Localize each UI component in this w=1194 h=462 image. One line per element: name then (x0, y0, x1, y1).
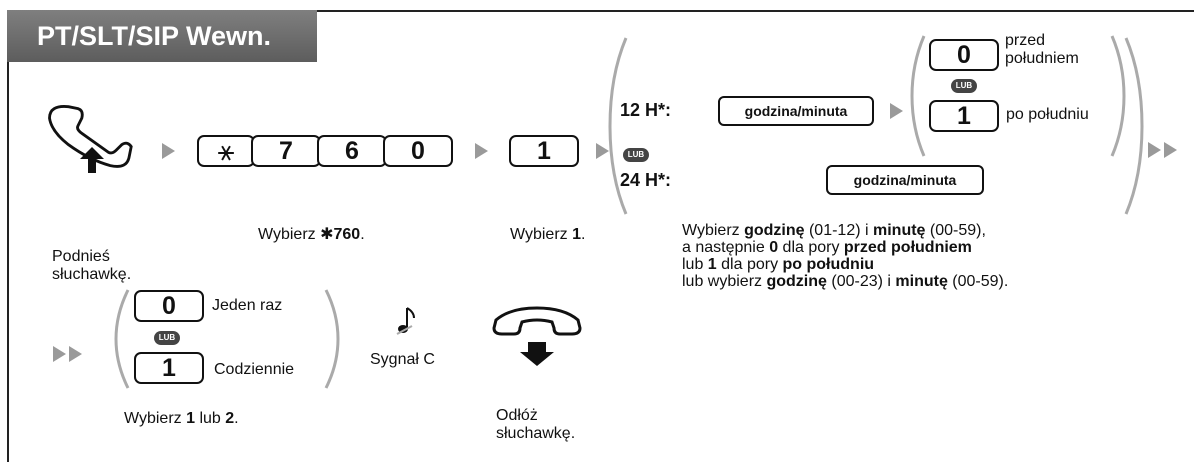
arrow-icon (475, 143, 488, 159)
step5-label: Wybierz 1 lub 2. (124, 410, 239, 427)
key-1-pm[interactable]: 1 (929, 100, 999, 132)
desc-line2: a następnie 0 dla pory przed południem (682, 239, 972, 256)
lub-badge: LUB (623, 148, 649, 162)
left-bracket-step5 (114, 289, 130, 389)
am-text: przed południem (1005, 32, 1079, 68)
frame-top-border (7, 10, 1194, 12)
step3-label: Wybierz 1. (510, 226, 585, 244)
step2-label-bold: ✱760 (320, 226, 361, 243)
handset-off-hook-icon (48, 105, 133, 173)
key-1[interactable]: 1 (509, 135, 579, 167)
step1-label-line1: Podnieś (52, 248, 110, 265)
right-bracket-step5 (324, 289, 340, 389)
key-1-daily[interactable]: 1 (134, 352, 204, 384)
step2-label: Wybierz ✱760. (258, 226, 365, 244)
desc-line3: lub 1 dla pory po południu (682, 256, 875, 273)
left-bracket-small (910, 35, 926, 157)
step2-label-prefix: Wybierz (258, 226, 321, 243)
arrow-icon (1164, 142, 1177, 158)
music-note-icon (396, 307, 415, 335)
am-text-line1: przed (1005, 32, 1046, 49)
arrow-icon (1148, 142, 1161, 158)
arrow-icon (53, 346, 66, 362)
step7-label-line1: Odłóż (496, 407, 538, 424)
key-star[interactable]: ⚹ (197, 135, 255, 167)
left-bracket-large (608, 37, 628, 215)
tone-label: Sygnał C (370, 351, 435, 368)
step1-label: Podnieś słuchawkę. (52, 248, 131, 284)
option-once: Jeden raz (212, 297, 283, 314)
key-0-once[interactable]: 0 (134, 290, 204, 322)
step3-label-suffix: . (581, 226, 586, 243)
label-24h: 24 H*: (620, 170, 672, 190)
step3-label-bold: 1 (572, 226, 581, 243)
step1-label-line2: słuchawkę. (52, 266, 132, 283)
key-7[interactable]: 7 (251, 135, 321, 167)
arrow-icon (890, 103, 903, 119)
step3-label-prefix: Wybierz (510, 226, 573, 243)
header-title: PT/SLT/SIP Wewn. (7, 10, 317, 62)
label-12h: 12 H*: (620, 100, 672, 120)
step4-description: Wybierz godzinę (01-12) i minutę (00-59)… (682, 222, 1008, 290)
frame-left-border (7, 10, 9, 462)
time-pill-12h[interactable]: godzina/minuta (718, 96, 874, 126)
time-pill-24h[interactable]: godzina/minuta (826, 165, 984, 195)
key-6[interactable]: 6 (317, 135, 387, 167)
am-text-line2: południem (1005, 50, 1079, 67)
right-bracket-small (1110, 35, 1126, 157)
desc-line1: Wybierz godzinę (01-12) i minutę (00-59)… (682, 222, 986, 239)
right-bracket-large (1124, 37, 1144, 215)
pm-text: po południu (1006, 106, 1089, 123)
arrow-icon (596, 143, 609, 159)
handset-on-hook-icon (492, 306, 582, 366)
desc-line4: lub wybierz godzinę (00-23) i minutę (00… (682, 273, 1009, 290)
arrow-icon (162, 143, 175, 159)
step7-label: Odłóż słuchawkę. (496, 407, 575, 443)
lub-badge: LUB (154, 331, 180, 345)
arrow-icon (69, 346, 82, 362)
step2-label-suffix: . (360, 226, 365, 243)
option-daily: Codziennie (214, 361, 295, 378)
key-0[interactable]: 0 (383, 135, 453, 167)
lub-badge: LUB (951, 79, 977, 93)
key-0-am[interactable]: 0 (929, 39, 999, 71)
step7-label-line2: słuchawkę. (496, 425, 576, 442)
